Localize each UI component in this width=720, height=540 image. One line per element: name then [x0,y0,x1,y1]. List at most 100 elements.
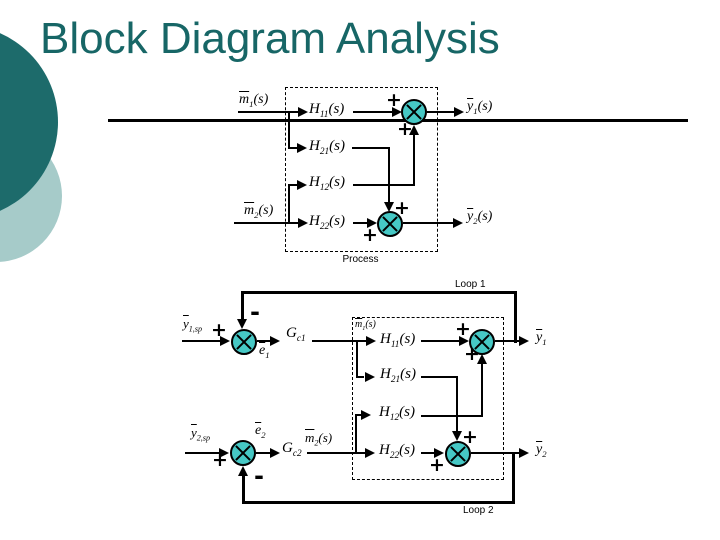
sign-plus: + [429,454,445,476]
label-h12: H12(s) [309,174,345,193]
sign-plus: + [394,197,410,219]
arrowhead [297,180,307,190]
wire-y1-output [427,111,456,113]
wire-loop1-feedback-left [241,291,244,320]
arrowhead [270,336,280,346]
wire-loop2-feedback-h [242,501,515,504]
wire-h11-output [353,111,393,113]
wire-h21-output-v [456,376,458,433]
wire-y2-output [403,222,455,224]
wire-m2-input [234,222,300,224]
arrowhead [238,466,248,476]
arrowhead [365,448,375,458]
label-gc1: Gc1 [286,325,306,344]
summing-junction-e1 [231,329,257,355]
label-m2: m2(s) [305,430,333,448]
wire-gc2-output [307,452,367,454]
wire-h12-output-h [353,184,415,186]
arrowhead [298,107,308,117]
arrowhead [519,448,529,458]
label-m2-input: m2(s) [244,203,274,220]
wire-e1 [257,340,272,342]
wire-h22-output [421,452,436,454]
arrowhead [519,336,529,346]
sign-plus: + [362,224,378,246]
process-caption: Process [342,254,379,265]
wire-m2-branch [355,414,357,454]
process-boundary-box [285,87,438,252]
label-h21: H21(s) [309,138,345,157]
sign-plus: + [212,449,228,471]
summing-junction-y1 [469,329,495,355]
label-y1-setpoint: y1,sp [183,316,202,334]
label-h11: H11(s) [380,331,416,350]
wire-m2-branch [288,185,290,223]
arrowhead [384,202,394,212]
arrowhead [452,431,462,441]
arrowhead [366,336,376,346]
arrowhead [298,218,308,228]
sign-minus: - [250,298,260,326]
label-h22: H22(s) [309,213,345,232]
wire-sp1-input [182,340,221,342]
arrowhead [453,218,463,228]
label-h22: H22(s) [379,442,415,461]
wire-h21-input [288,147,298,149]
title-underline [108,119,688,122]
arrowhead [459,336,469,346]
label-h12: H12(s) [379,404,415,423]
summing-junction-e2 [230,440,256,466]
arrowhead [270,448,280,458]
slide-title: Block Diagram Analysis [40,14,500,63]
sign-plus: + [455,318,471,340]
wire-sp2-input [185,452,221,454]
wire-e2 [256,452,272,454]
wire-loop2-pickoff [512,454,515,504]
summing-junction-y2 [445,441,471,467]
arrowhead [237,319,247,329]
arrowhead [297,143,307,153]
sign-plus: + [464,343,480,365]
wire-h21-output-v [388,147,390,204]
wire-h12-output-v [413,134,415,186]
arrowhead [477,354,487,364]
arrowhead [434,448,444,458]
wire-h12-output-v [481,363,483,417]
arrowhead [361,410,371,420]
control-process-box [352,317,504,480]
arrowhead [220,336,230,346]
wire-h11-output [421,340,460,342]
sign-plus: + [397,118,413,140]
arrowhead [454,107,464,117]
wire-m1-input [238,111,300,113]
wire-m1-branch [356,340,358,378]
summing-junction-y1 [401,99,427,125]
wire-y2-output [471,452,521,454]
sign-minus: - [254,462,264,490]
arrowhead [392,107,402,117]
wire-h12-output-h [421,415,483,417]
wire-y1-output [495,340,521,342]
arrowhead [409,125,419,135]
label-y2-output: y2(s) [467,209,493,226]
arrowhead [367,218,377,228]
wire-h12-input [288,184,298,186]
label-m1: m1(s) [355,319,376,332]
wire-h21-output-h [421,376,458,378]
label-m1-input: m1(s) [239,92,269,109]
label-h21: H21(s) [380,366,416,385]
sign-plus: + [386,89,402,111]
arrowhead [365,372,375,382]
summing-junction-y2 [377,211,403,237]
wire-h22-output [353,222,369,224]
wire-gc1-output [312,340,367,342]
arrowhead [219,448,229,458]
wire-h21-output-h [352,147,390,149]
label-y1: y1 [536,330,547,347]
sign-plus: + [211,319,227,341]
label-y2: y2 [536,442,547,459]
label-e2: e2 [255,423,266,440]
wire-loop1-feedback-h [241,291,517,294]
loop1-caption: Loop 1 [455,279,486,290]
